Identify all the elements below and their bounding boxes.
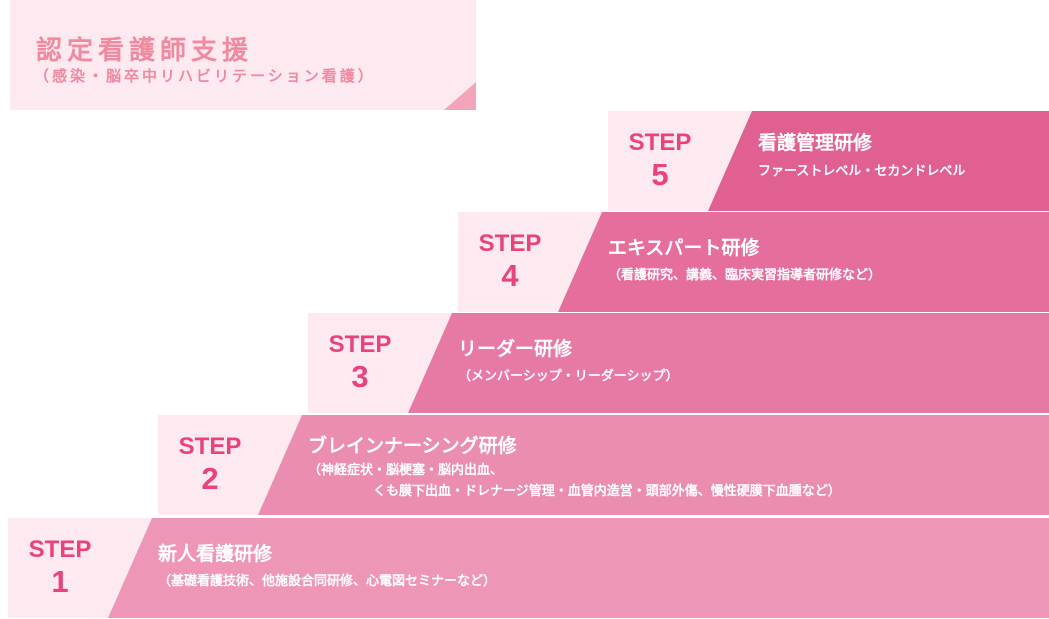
step-3-text: リーダー研修 （メンバーシップ・リーダーシップ） <box>458 337 678 387</box>
step-1-number: 1 <box>51 564 69 599</box>
step-2-text: ブレインナーシング研修 （神経症状・脳梗塞・脳内出血、 くも膜下出血・ドレナージ… <box>308 434 841 502</box>
step-2-description-line-2: くも膜下出血・ドレナージ管理・血管内造営・頭部外傷、慢性硬膜下血腫など） <box>373 484 841 499</box>
step-4-name: エキスパート研修 <box>608 237 760 259</box>
step-2-description-line-1: （神経症状・脳梗塞・脳内出血、 <box>308 463 504 478</box>
step-2-description: （神経症状・脳梗塞・脳内出血、 くも膜下出血・ドレナージ管理・血管内造営・頭部外… <box>308 460 841 502</box>
step-5-number: 5 <box>651 157 669 192</box>
step-1-block: STEP 1 新人看護研修 （基礎看護技術、他施設合同研修、心電図セミナーなど） <box>8 518 1049 618</box>
step-5-block: STEP 5 看護管理研修 ファーストレベル・セカンドレベル <box>608 111 1049 211</box>
step-1-label: STEP 1 <box>8 536 112 599</box>
step-4-number: 4 <box>501 258 519 293</box>
step-4-label: STEP 4 <box>458 230 562 293</box>
step-2-content-background <box>258 415 1049 515</box>
step-2-word: STEP <box>178 433 242 460</box>
step-2-name: ブレインナーシング研修 <box>308 435 517 457</box>
step-4-description: （看護研究、講義、臨床実習指導者研修など） <box>608 268 882 283</box>
certified-nurse-support-panel: 認定看護師支援 （感染・脳卒中リハビリテーション看護） <box>10 0 476 110</box>
step-3-block: STEP 3 リーダー研修 （メンバーシップ・リーダーシップ） <box>308 313 1049 413</box>
step-5-description: ファーストレベル・セカンドレベル <box>758 164 966 179</box>
step-3-name: リーダー研修 <box>458 338 573 360</box>
step-1-name: 新人看護研修 <box>158 543 273 565</box>
step-4-content-background <box>558 212 1049 312</box>
step-2-block: STEP 2 ブレインナーシング研修 （神経症状・脳梗塞・脳内出血、 くも膜下出… <box>158 415 1049 515</box>
step-4-text: エキスパート研修 （看護研究、講義、臨床実習指導者研修など） <box>608 236 881 286</box>
step-2-number: 2 <box>201 461 219 496</box>
step-1-word: STEP <box>28 536 92 563</box>
step-1-text: 新人看護研修 （基礎看護技術、他施設合同研修、心電図セミナーなど） <box>158 542 496 592</box>
certified-nurse-support-subtitle: （感染・脳卒中リハビリテーション看護） <box>34 67 376 85</box>
step-5-content-background <box>708 111 1049 211</box>
step-4-word: STEP <box>478 230 542 257</box>
step-3-word: STEP <box>328 331 392 358</box>
step-5-word: STEP <box>628 129 692 156</box>
corner-triangle-decoration <box>444 82 476 110</box>
step-3-number: 3 <box>351 359 369 394</box>
step-2-label: STEP 2 <box>158 433 262 496</box>
step-3-label: STEP 3 <box>308 331 412 394</box>
step-5-text: 看護管理研修 ファーストレベル・セカンドレベル <box>758 131 965 182</box>
step-4-block: STEP 4 エキスパート研修 （看護研究、講義、臨床実習指導者研修など） <box>458 212 1049 312</box>
step-3-content-background <box>408 313 1049 413</box>
step-5-name: 看護管理研修 <box>758 132 873 154</box>
step-3-description: （メンバーシップ・リーダーシップ） <box>458 369 679 384</box>
step-1-content-background <box>108 518 1049 618</box>
certified-nurse-support-title: 認定看護師支援 <box>36 36 254 66</box>
step-5-label: STEP 5 <box>608 129 712 192</box>
step-1-description: （基礎看護技術、他施設合同研修、心電図セミナーなど） <box>158 574 497 589</box>
